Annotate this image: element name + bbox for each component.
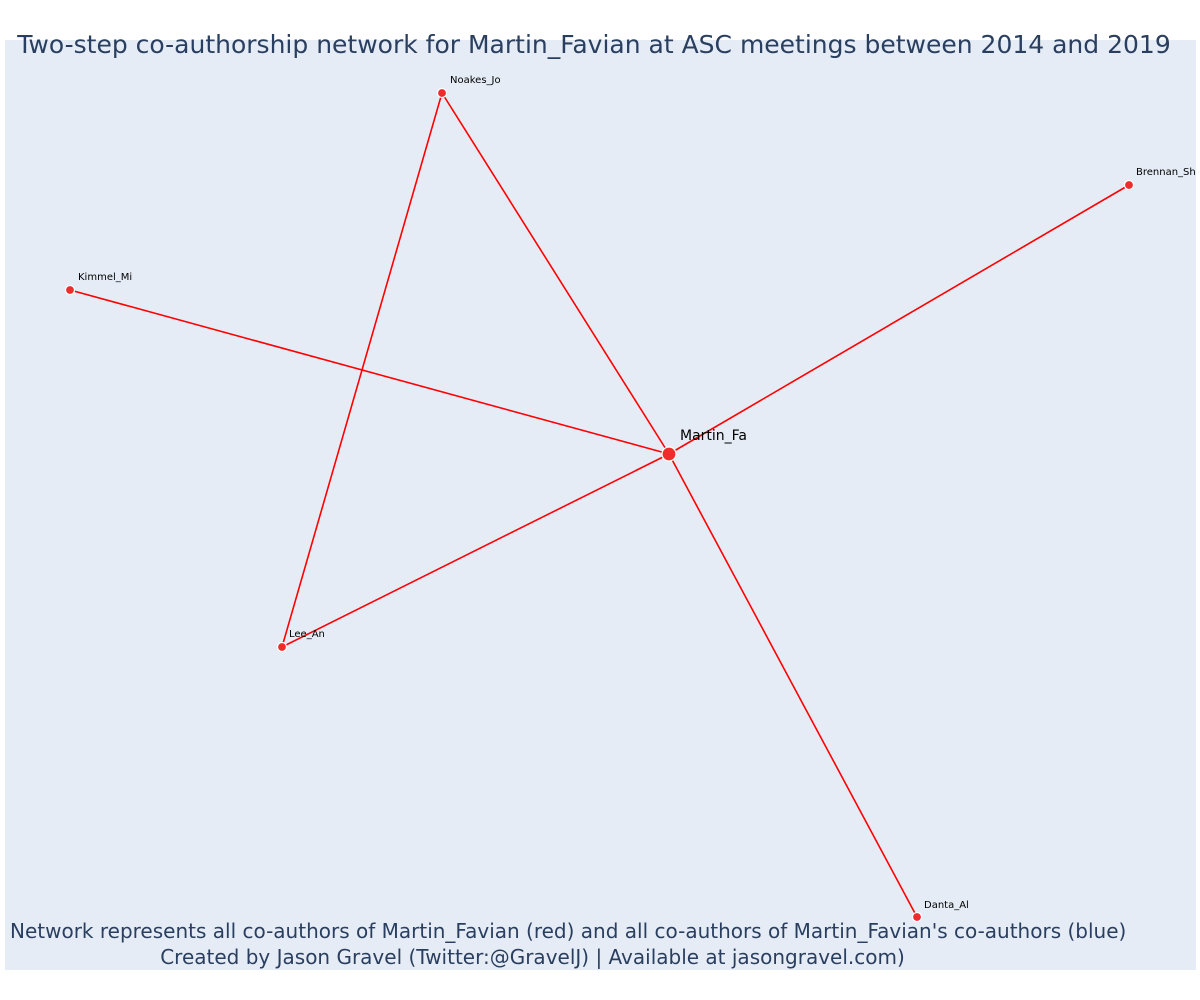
edge-Martin_Fa-Danta_Al (668, 453, 918, 918)
node-label-Lee_An: Lee_An (289, 629, 325, 640)
edge-Martin_Fa-Noakes_Jo (441, 92, 670, 455)
chart-title: Two-step co-authorship network for Marti… (17, 30, 1171, 59)
node-label-Brennan_Sh: Brennan_Sh (1136, 167, 1196, 178)
node-Lee_An[interactable] (276, 641, 288, 653)
edge-Martin_Fa-Lee_An (281, 453, 670, 648)
node-Brennan_Sh[interactable] (1123, 179, 1135, 191)
node-label-Kimmel_Mi: Kimmel_Mi (78, 272, 132, 283)
edge-Martin_Fa-Brennan_Sh (668, 184, 1130, 455)
node-label-Noakes_Jo: Noakes_Jo (450, 75, 501, 86)
footer-line-2: Created by Jason Gravel (Twitter:@Gravel… (160, 945, 905, 969)
nodes-layer: Martin_Fa Noakes_JoBrennan_ShKimmel_MiLee… (64, 75, 1196, 923)
footer-annotation: Network represents all co-authors of Mar… (10, 918, 1127, 970)
edges-layer (69, 92, 1130, 918)
node-label-Danta_Al: Danta_Al (924, 900, 969, 911)
node-Martin_Fa[interactable] (661, 446, 677, 462)
node-Kimmel_Mi[interactable] (64, 284, 76, 296)
node-Danta_Al[interactable] (911, 911, 923, 923)
edge-Martin_Fa-Kimmel_Mi (69, 289, 670, 455)
node-Noakes_Jo[interactable] (436, 87, 448, 99)
edge-Noakes_Jo-Lee_An (281, 92, 443, 648)
node-label-Martin_Fa: Martin_Fa (680, 428, 747, 444)
plot-area (5, 40, 1196, 970)
footer-line-1: Network represents all co-authors of Mar… (10, 919, 1127, 943)
